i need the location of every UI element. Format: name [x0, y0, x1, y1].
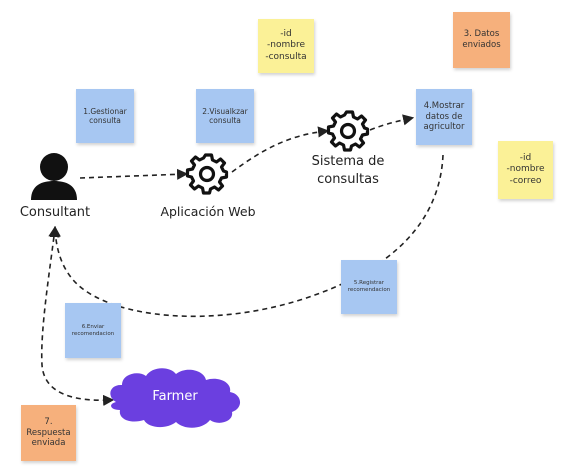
note-enviar-recomendacion: 6.Enviar recomendacion: [65, 303, 121, 358]
sistema-label-line1: Sistema de: [311, 154, 385, 169]
farmer-cloud: [110, 368, 241, 428]
note-datos-enviados: 3. Datos enviados: [453, 12, 510, 68]
note-fields-consulta: -id -nombre -consulta: [258, 19, 314, 73]
note-fields-correo: -id -nombre -correo: [498, 141, 553, 199]
arrow-app-to-sistema: [231, 126, 330, 173]
consultant-label: Consultant: [19, 205, 91, 220]
arrow-sistema-to-mostrar: [369, 114, 415, 131]
note-gestionar-consulta: 1.Gestionar consulta: [76, 89, 134, 143]
gear-icon: [185, 153, 229, 195]
farmer-label: Farmer: [152, 389, 198, 404]
note-visualizar-consulta: 2.Visualkzar consulta: [196, 89, 254, 143]
app-web-label: Aplicación Web: [160, 204, 256, 219]
gear-icon: [326, 110, 370, 152]
note-mostrar-datos: 4.Mostrar datos de agricultor: [416, 89, 472, 145]
note-registrar-recomendacion: 5.Registrar recomendacion: [341, 260, 397, 314]
user-icon: [31, 153, 77, 200]
note-respuesta-enviada: 7. Respuesta enviada: [21, 405, 76, 461]
sistema-label-line2: consultas: [317, 172, 379, 187]
arrow-consultant-to-farmer: [40, 225, 115, 407]
arrow-consultant-to-app: [79, 168, 189, 180]
